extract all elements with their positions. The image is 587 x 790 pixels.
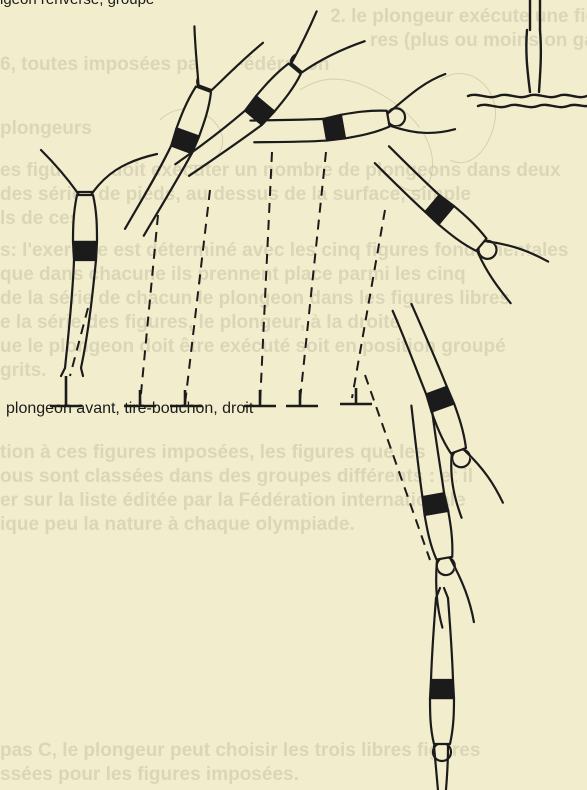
diver-figure: [121, 19, 263, 252]
diver-figure: [430, 588, 454, 790]
figure-caption: plongeon avant, tire-bouchon, droit: [6, 400, 253, 418]
diver-figures: [41, 0, 548, 790]
diving-platform-icon: [468, 0, 587, 107]
diver-figure: [387, 298, 503, 518]
diver-figure: [41, 150, 157, 376]
diver-figure: [362, 136, 548, 305]
trajectory-lines: [70, 152, 430, 560]
